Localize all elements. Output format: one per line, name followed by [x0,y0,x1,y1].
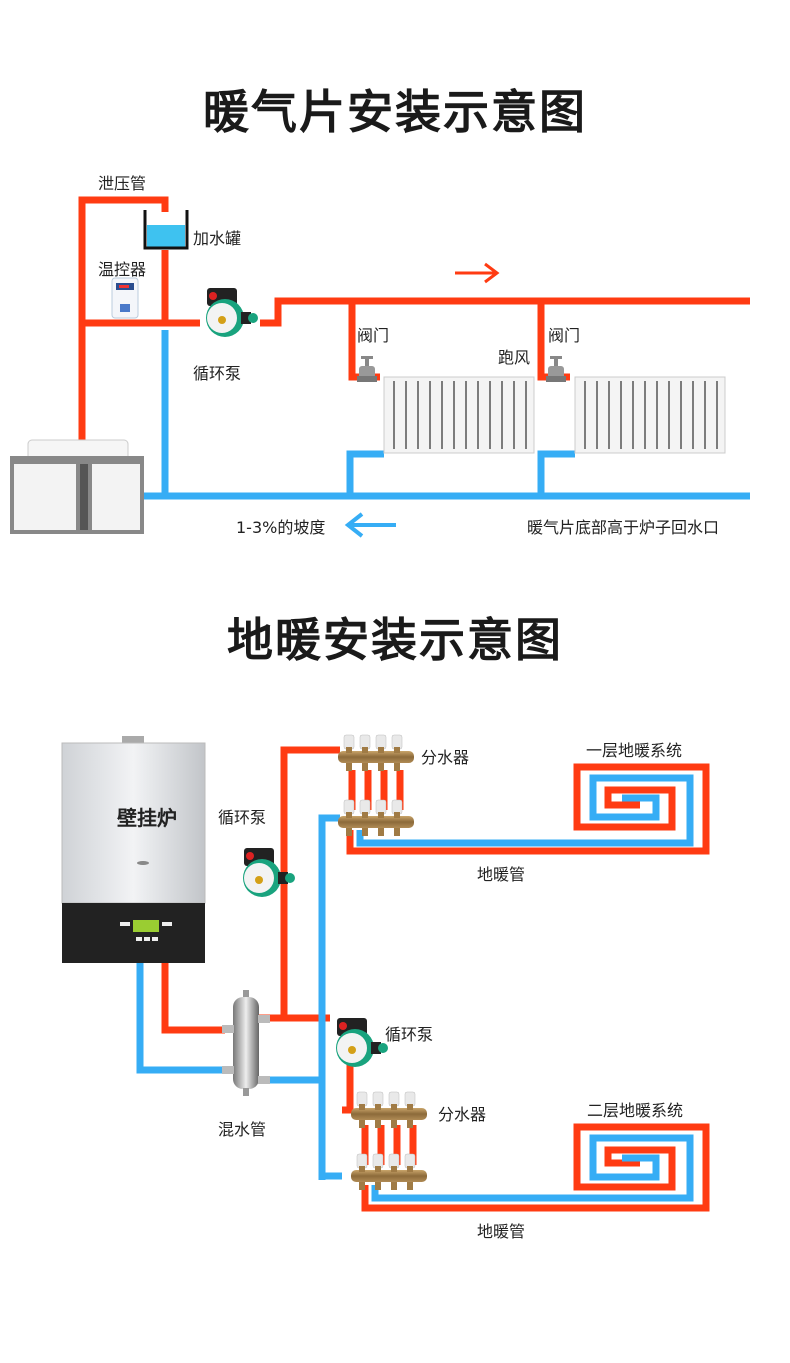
floor-heating-diagram-title: 地暖安装示意图 [227,613,563,667]
lower-circulation-pump [336,1018,388,1067]
boiler-label: 壁挂炉 [117,806,177,830]
supply-flow-arrow [455,262,500,284]
second-floor-hot-loop [361,1123,710,1212]
boiler-return-pipe [136,955,225,1074]
upper-hot-riser [280,746,340,1018]
radiator-height-note: 暖气片底部高于炉子回水口 [527,518,720,537]
fill-tank-label: 加水罐 [193,229,242,248]
return-flow-arrow [344,512,396,538]
boiler-cabinet [10,439,144,534]
circulation-pump [206,288,258,337]
valve-1-label: 阀门 [357,326,390,345]
radiator-2-return [537,450,575,496]
first-floor-system-label: 一层地暖系统 [586,741,683,760]
lower-pump-label: 循环泵 [385,1025,434,1044]
radiator-1-return [346,450,384,496]
cold-return-riser [318,814,340,1180]
lower-floor-pipe-label: 地暖管 [477,1222,526,1241]
upper-manifold-label: 分水器 [421,748,470,767]
relief-pipe-label: 泄压管 [98,174,147,193]
supply-main-pipe [260,297,750,327]
boiler-supply-pipe [161,955,225,1034]
first-floor-cold-loop [356,774,694,847]
lower-manifold-label: 分水器 [438,1105,487,1124]
thermostat-label: 温控器 [98,260,147,279]
second-floor-cold-loop [371,1134,694,1202]
radiator-diagram-title: 暖气片安装示意图 [203,85,587,139]
radiator-1 [383,376,535,454]
slope-label: 1-3%的坡度 [236,518,326,537]
first-floor-hot-loop [346,763,710,855]
fill-tank [143,210,189,250]
second-floor-system-label: 二层地暖系统 [587,1101,684,1120]
mixing-tube [222,990,270,1096]
pump-label: 循环泵 [193,364,242,383]
valve-1 [357,356,377,382]
valve-2-label: 阀门 [548,326,581,345]
thermostat-device [111,277,139,319]
radiator-2 [574,376,726,454]
mixing-tube-label: 混水管 [218,1120,267,1139]
upper-supply-manifold [337,734,415,772]
air-vent-label: 跑风 [498,348,531,367]
radiator-cold-pipes [140,250,750,500]
floor-cold-pipes [136,774,694,1202]
upper-floor-pipe-label: 地暖管 [477,865,526,884]
wall-boiler [61,736,206,963]
upper-pump-label: 循环泵 [218,808,267,827]
lower-supply-manifold [350,1091,428,1129]
valve-2 [546,356,566,382]
